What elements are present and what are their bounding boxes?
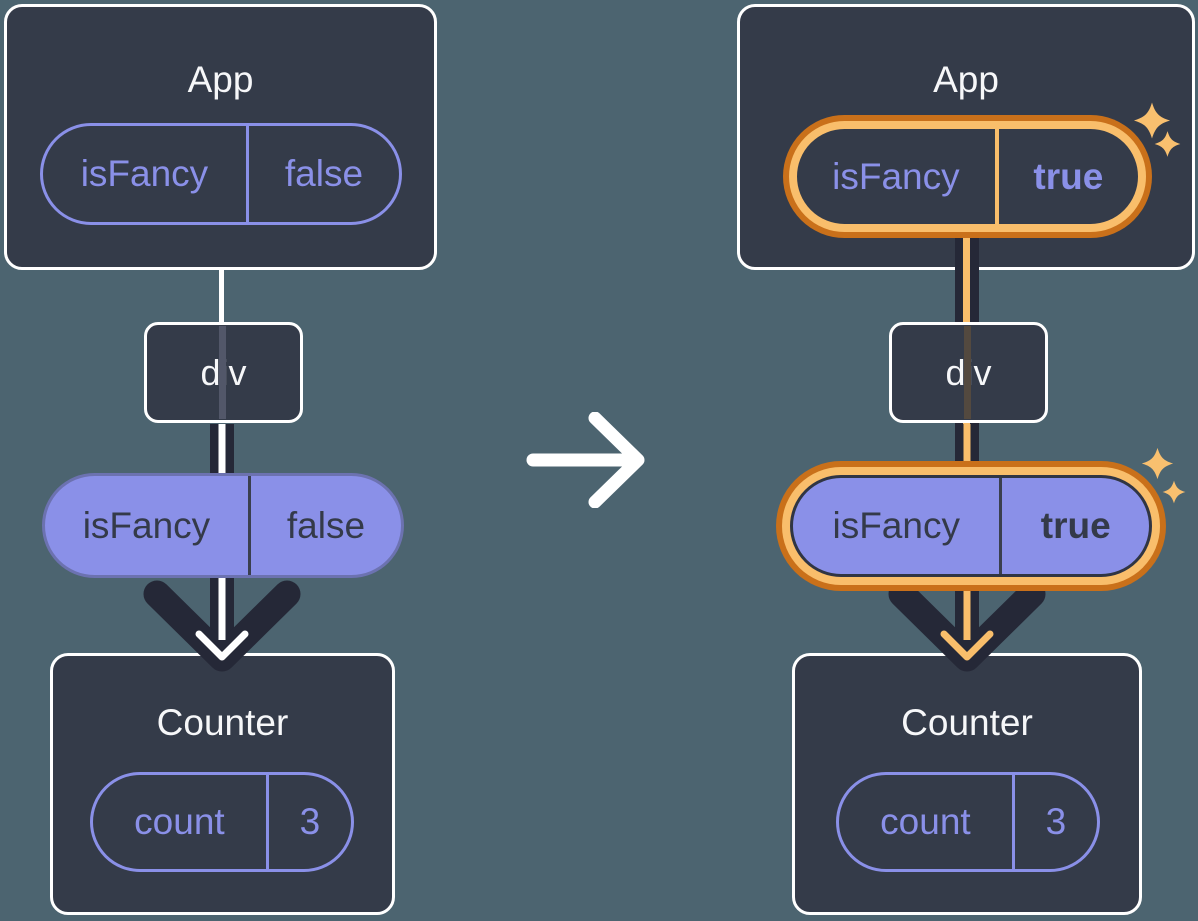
counter-card-after: Counter count 3 xyxy=(792,653,1142,915)
state-key: isFancy xyxy=(80,153,209,194)
prop-key: isFancy xyxy=(832,505,960,546)
state-value: 3 xyxy=(299,801,321,842)
pill-divider xyxy=(245,126,249,222)
state-value: false xyxy=(284,153,364,194)
pill-divider xyxy=(1011,775,1015,869)
counter-state-pill-after: count 3 xyxy=(836,772,1100,872)
sparkle-icon xyxy=(1133,102,1171,139)
counter-title: Counter xyxy=(901,702,1033,743)
state-value: 3 xyxy=(1045,801,1067,842)
state-key: count xyxy=(134,801,225,842)
arrow-through-div-faint xyxy=(964,326,971,419)
prop-pill-after-highlighted: isFancy true xyxy=(790,475,1152,577)
app-title: App xyxy=(933,59,999,100)
sparkle-icon xyxy=(1154,131,1181,157)
app-state-pill-after-highlighted: isFancy true xyxy=(789,121,1146,232)
prop-value: true xyxy=(1040,505,1111,546)
app-title: App xyxy=(187,59,254,100)
counter-title: Counter xyxy=(156,702,289,743)
state-key: count xyxy=(880,801,971,842)
connector-line xyxy=(219,267,224,324)
pill-divider xyxy=(265,775,269,869)
prop-key: isFancy xyxy=(82,504,211,546)
app-state-pill-before: isFancy false xyxy=(40,123,402,225)
counter-card-before: Counter count 3 xyxy=(50,653,395,915)
pill-divider xyxy=(999,478,1003,574)
sparkle-icon xyxy=(1162,480,1186,504)
arrow-through-div-faint xyxy=(219,326,226,419)
state-value: true xyxy=(1033,155,1104,197)
pill-divider xyxy=(994,129,999,224)
app-card-before: App isFancy false xyxy=(4,4,437,270)
counter-state-pill-before: count 3 xyxy=(90,772,354,872)
transition-right-arrow-icon xyxy=(526,412,645,508)
prop-value: false xyxy=(286,504,366,546)
pill-divider xyxy=(247,476,251,575)
sparkle-icon xyxy=(1141,447,1174,480)
state-key: isFancy xyxy=(832,155,960,197)
prop-pill-before: isFancy false xyxy=(42,473,404,578)
